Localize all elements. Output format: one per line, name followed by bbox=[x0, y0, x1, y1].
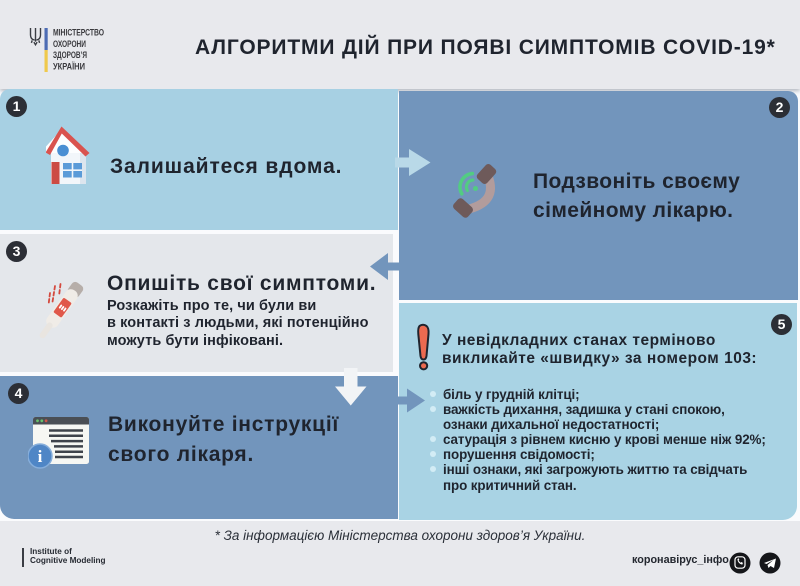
svg-text:ЗДОРОВ’Я: ЗДОРОВ’Я bbox=[53, 50, 87, 60]
svg-text:УКРАЇНИ: УКРАЇНИ bbox=[53, 61, 85, 71]
svg-text:i: i bbox=[38, 447, 43, 466]
svg-text:МІНІСТЕРСТВО: МІНІСТЕРСТВО bbox=[53, 28, 104, 38]
svg-text:ОХОРОНИ: ОХОРОНИ bbox=[53, 39, 86, 49]
